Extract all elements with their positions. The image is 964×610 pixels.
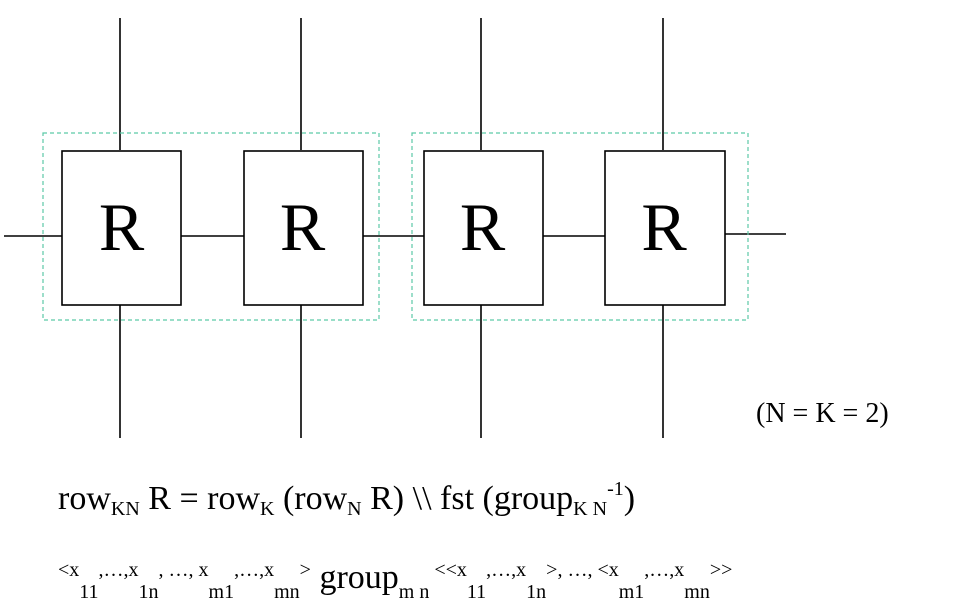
formula-subscript: K N <box>573 498 608 520</box>
formula-subscript: KN <box>110 498 140 520</box>
formula-superscript: ,…,x <box>98 559 139 581</box>
formula-subscript: mn <box>684 581 710 603</box>
formula-superscript: <x <box>58 559 80 581</box>
formula-subscript: 11 <box>79 581 99 603</box>
group-outline-2 <box>411 132 749 321</box>
row-diagram: R R R R <box>4 18 786 438</box>
formula-superscript: , …, x <box>158 559 209 581</box>
formula-subscript: 1n <box>138 581 159 603</box>
formula-subscript: 11 <box>466 581 487 603</box>
formula-subscript: K <box>260 498 275 520</box>
r-cell-1: R <box>61 150 182 306</box>
formula-text: group <box>310 559 399 596</box>
parameter-note: (N = K = 2) <box>756 398 889 429</box>
r-cell-label: R <box>99 189 145 265</box>
row-composition-formula: rowKN R = rowK (rowN R) \\ fst (groupK N… <box>58 476 635 522</box>
r-cell-label: R <box>280 189 326 265</box>
formula-text: row <box>58 480 111 517</box>
formula-subscript: 1n <box>526 581 547 603</box>
r-cell-4: R <box>604 150 726 306</box>
formula-superscript: ,…,x <box>234 559 275 581</box>
formula-superscript: -1 <box>607 478 624 500</box>
formula-superscript: >, …, <x <box>546 559 619 581</box>
formula-subscript: m1 <box>618 581 645 603</box>
formula-subscript: m n <box>398 581 430 603</box>
formula-text: (row <box>274 480 348 517</box>
r-cell-3: R <box>423 150 544 306</box>
formula-superscript: <<x <box>429 559 467 581</box>
formula-subscript: m1 <box>208 581 235 603</box>
group-outline-1 <box>42 132 380 321</box>
group-definition-formula: <x11,…,x1n, …, xm1,…,xmn> groupm n <<x11… <box>58 556 733 603</box>
formula-text: R) \\ fst (group <box>361 480 574 517</box>
formula-subscript: N <box>347 498 362 520</box>
formula-superscript: ,…,x <box>644 559 685 581</box>
formula-superscript: ,…,x <box>486 559 527 581</box>
r-cell-label: R <box>641 189 687 265</box>
r-cell-2: R <box>243 150 364 306</box>
formula-subscript: mn <box>274 581 300 603</box>
formula-text: R = row <box>139 480 261 517</box>
formula-superscript: > <box>299 559 311 581</box>
formula-text: ) <box>623 480 636 517</box>
formula-superscript: >> <box>709 559 733 581</box>
r-cell-label: R <box>460 189 506 265</box>
